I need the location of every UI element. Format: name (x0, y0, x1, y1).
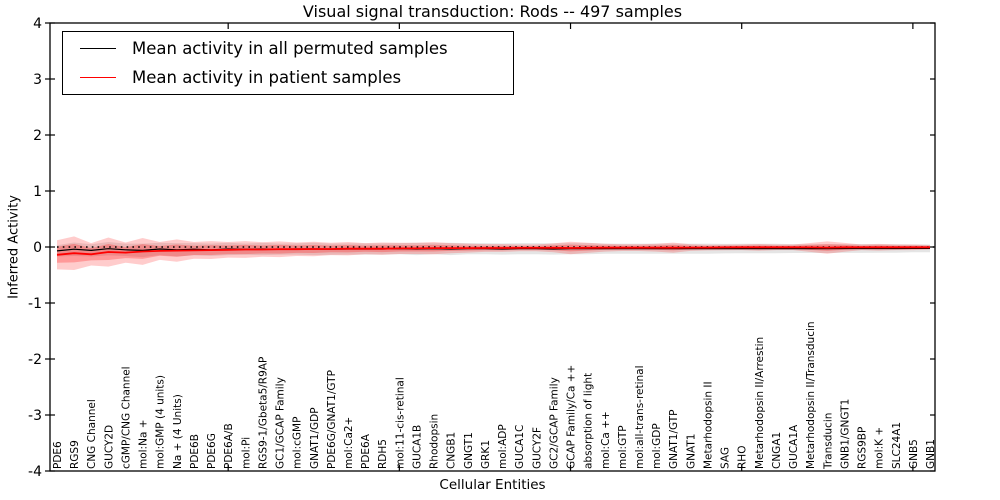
patient-mean-line (56, 246, 930, 256)
x-tick-label: GNAT1/GDP (309, 407, 321, 469)
x-tick-label: GUCY2D (103, 425, 115, 469)
y-tick-label: 2 (33, 128, 42, 144)
x-tick-label: cGMP/CNG Channel (120, 366, 132, 469)
x-tick-label: mol:GDP (651, 423, 663, 469)
x-tick-label: mol:GTP (617, 425, 629, 469)
x-tick-label: Na + (4 Units) (172, 394, 184, 469)
x-tick-label: GUCA1C (514, 425, 526, 469)
legend: Mean activity in all permuted samples Me… (62, 31, 514, 95)
x-tick-label: GNB5 (908, 439, 920, 469)
x-tick-label: mol:K + (874, 427, 886, 469)
x-tick-label: Transducin (822, 413, 834, 470)
y-tick-label: 4 (33, 16, 42, 32)
x-tick-label: Metarhodopsin II (702, 381, 714, 469)
x-tick-label: GUCA1B (411, 425, 423, 469)
x-tick-label: mol:Na + (138, 419, 150, 469)
patient-std-band-outer (57, 236, 930, 270)
x-tick-label: PDE6B (189, 434, 201, 469)
x-tick-label: mol:11-cis-retinal (394, 377, 406, 469)
x-tick-label: GNB1 (925, 439, 937, 469)
y-axis-label: Inferred Activity (6, 195, 22, 299)
x-tick-label: GNAT1 (685, 434, 697, 469)
x-tick-label: SLC24A1 (891, 422, 903, 469)
y-tick-label: 3 (33, 72, 42, 88)
y-tick-label: -1 (28, 296, 42, 312)
x-tick-label: mol:Pi (240, 437, 252, 469)
x-tick-label: mol:GMP (4 units) (155, 375, 167, 469)
x-tick-label: GNAT1/GTP (668, 410, 680, 470)
permuted-std-band (57, 242, 930, 258)
legend-label: Mean activity in patient samples (132, 67, 402, 87)
x-tick-label: mol:ADP (497, 424, 509, 469)
x-tick-label: GCAP Family/Ca ++ (566, 365, 578, 469)
legend-entry-patient: Mean activity in patient samples (63, 63, 513, 91)
legend-line-sample-black (80, 48, 116, 50)
x-tick-label: CNGB1 (446, 432, 458, 469)
chart-title: Visual signal transduction: Rods -- 497 … (302, 2, 683, 21)
x-tick-label: RGS9-1/Gbeta5/R9AP (257, 357, 269, 469)
x-tick-label: CNGA1 (771, 432, 783, 469)
x-tick-label: SAG (720, 447, 732, 469)
legend-line-sample-red (80, 76, 116, 78)
x-tick-label: mol:cGMP (292, 417, 304, 469)
x-tick-label: mol:all-trans-retinal (634, 365, 646, 469)
y-tick-label: -3 (28, 408, 42, 424)
x-tick-label: CNG Channel (86, 399, 98, 469)
legend-label: Mean activity in all permuted samples (132, 39, 448, 59)
x-tick-label: GNB1/GNGT1 (839, 399, 851, 469)
x-tick-label: Metarhodopsin II/Transducin (805, 321, 817, 469)
y-tick-label: 1 (33, 184, 42, 200)
x-tick-label: RDH5 (377, 439, 389, 469)
x-tick-label: PDE6 (52, 441, 64, 469)
x-tick-label: PDE6A/B (223, 423, 235, 469)
y-tick-label: -4 (28, 464, 42, 480)
x-tick-label: Rhodopsin (429, 414, 441, 469)
x-tick-label: absorption of light (583, 373, 595, 469)
legend-entry-permuted: Mean activity in all permuted samples (63, 35, 513, 63)
x-tick-label: RHO (737, 446, 749, 469)
x-axis-label: Cellular Entities (439, 477, 546, 493)
x-tick-label: PDE6A (360, 433, 372, 469)
x-tick-label: RGS9 (69, 440, 81, 469)
y-tick-label: -2 (28, 352, 42, 368)
x-tick-label: GC1/GCAP Family (275, 377, 287, 469)
x-tick-label: Metarhodopsin II/Arrestin (754, 337, 766, 469)
x-tick-label: PDE6G (206, 433, 218, 469)
x-tick-label: RGS9BP (857, 427, 869, 469)
x-tick-label: GC2/GCAP Family (548, 377, 560, 469)
x-tick-label: GNGT1 (463, 432, 475, 469)
x-tick-label: GUCY2F (531, 427, 543, 469)
y-tick-label: 0 (33, 240, 42, 256)
x-tick-label: GUCA1A (788, 424, 800, 469)
x-tick-label: mol:Ca ++ (600, 411, 612, 469)
x-tick-label: PDE6G/GNAT1/GTP (326, 370, 338, 469)
x-tick-label: GRK1 (480, 440, 492, 469)
x-tick-label: mol:Ca2+ (343, 417, 355, 469)
